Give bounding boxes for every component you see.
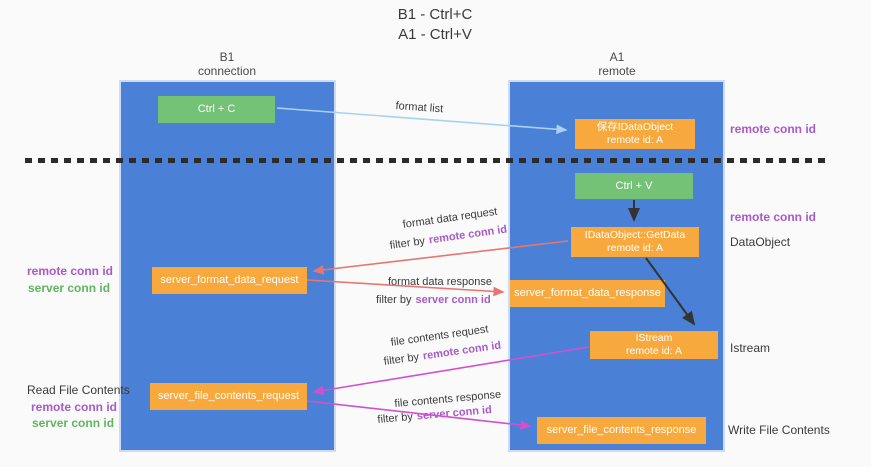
left-column-header: B1 connection bbox=[160, 50, 294, 78]
server-format-data-request-node: server_format_data_request bbox=[152, 267, 307, 294]
filter-remote-conn-id-2: remote conn id bbox=[422, 339, 502, 363]
istream-node: IStream remote id: A bbox=[590, 331, 718, 359]
ctrl-v-node: Ctrl + V bbox=[575, 173, 693, 199]
server-file-contents-response-node: server_file_contents_response bbox=[537, 417, 706, 444]
format-list-label: format list bbox=[395, 100, 444, 116]
left-server-conn-id-label-2: server conn id bbox=[32, 416, 115, 430]
server-format-data-response-label: server_format_data_response bbox=[514, 287, 661, 299]
getdata-line1: IDataObject::GetData bbox=[584, 229, 686, 241]
ctrl-c-label: Ctrl + C bbox=[197, 103, 236, 115]
server-format-data-response-node: server_format_data_response bbox=[510, 280, 665, 307]
filter-server-conn-id-1: server conn id bbox=[415, 294, 491, 306]
getdata-line2: remote id: A bbox=[606, 242, 664, 254]
right-remote-conn-id-label-2: remote conn id bbox=[730, 210, 817, 224]
filter-prefix-1: filter by bbox=[389, 235, 426, 252]
istream-line2: remote id: A bbox=[625, 345, 683, 357]
right-column-header: A1 remote bbox=[550, 50, 684, 78]
save-idataobject-node: 保存IDataObject remote id: A bbox=[575, 119, 695, 149]
title-line-2: A1 - Ctrl+V bbox=[398, 26, 472, 43]
filter-prefix-4: filter by bbox=[377, 410, 414, 426]
istream-side-label: Istream bbox=[730, 341, 771, 355]
istream-line1: IStream bbox=[635, 332, 673, 344]
title-line-1: B1 - Ctrl+C bbox=[397, 6, 473, 23]
server-file-contents-request-node: server_file_contents_request bbox=[150, 383, 307, 410]
left-remote-conn-id-label-1: remote conn id bbox=[27, 264, 114, 278]
server-file-contents-request-label: server_file_contents_request bbox=[157, 390, 300, 402]
filter-prefix-2: filter by bbox=[376, 294, 412, 306]
left-column-role: connection bbox=[197, 64, 257, 78]
right-remote-conn-id-label-1: remote conn id bbox=[730, 122, 817, 136]
write-file-contents-label: Write File Contents bbox=[728, 423, 830, 437]
page-title: B1 - Ctrl+C A1 - Ctrl+V bbox=[285, 5, 585, 45]
filter-prefix-3: filter by bbox=[383, 351, 420, 368]
filter-remote-conn-id-1: remote conn id bbox=[428, 223, 508, 247]
save-idataobject-line1: 保存IDataObject bbox=[596, 121, 674, 133]
save-idataobject-line2: remote id: A bbox=[606, 134, 664, 146]
left-column-name: B1 bbox=[219, 50, 235, 64]
left-server-conn-id-label-1: server conn id bbox=[28, 281, 111, 295]
ctrl-v-label: Ctrl + V bbox=[615, 179, 653, 192]
right-column-role: remote bbox=[598, 64, 636, 78]
server-format-data-request-label: server_format_data_request bbox=[160, 274, 299, 286]
read-file-contents-label: Read File Contents bbox=[27, 383, 130, 397]
idataobject-getdata-node: IDataObject::GetData remote id: A bbox=[571, 227, 699, 257]
dataobject-label: DataObject bbox=[730, 235, 791, 249]
format-data-response-label: format data response bbox=[388, 276, 492, 288]
server-file-contents-response-label: server_file_contents_response bbox=[546, 424, 697, 436]
left-remote-conn-id-label-2: remote conn id bbox=[31, 400, 118, 414]
boundary-dashed-line bbox=[25, 158, 830, 163]
right-column-name: A1 bbox=[609, 50, 625, 64]
ctrl-c-node: Ctrl + C bbox=[158, 96, 275, 123]
